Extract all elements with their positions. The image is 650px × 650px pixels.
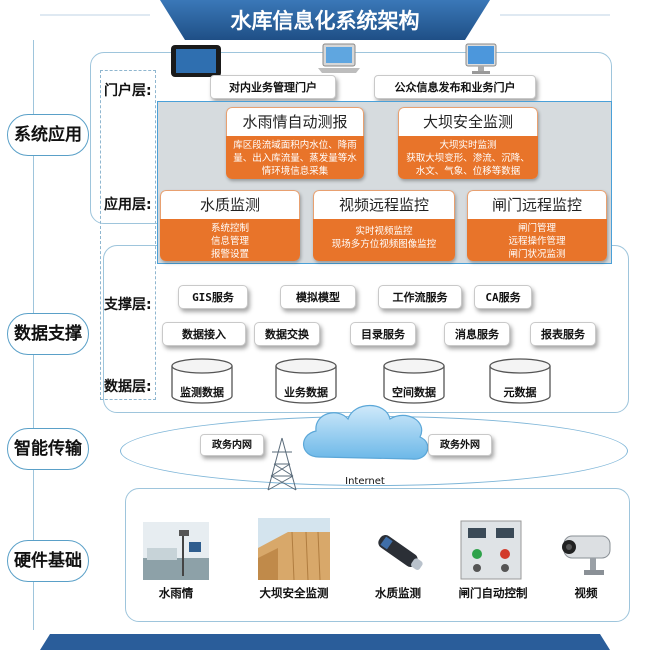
portal-public[interactable]: 公众信息发布和业务门户 bbox=[374, 75, 536, 99]
app-line: 现场多方位视频图像监控 bbox=[331, 239, 437, 250]
app-line: 闸门管理 bbox=[517, 223, 556, 234]
rain-gauge-photo-icon bbox=[143, 522, 209, 580]
database-spatial[interactable]: 空间数据 bbox=[392, 386, 436, 399]
app-title: 视频远程监控 bbox=[313, 190, 455, 219]
app-line: 获取大坝变形、渗流、沉降、 bbox=[406, 153, 530, 164]
app-title: 大坝安全监测 bbox=[398, 107, 538, 136]
water-quality-probe-icon bbox=[378, 535, 423, 570]
transmission-tower-icon bbox=[267, 437, 297, 491]
section-label-transmission: 智能传输 bbox=[7, 428, 89, 470]
app-line: 系统控制 bbox=[210, 223, 249, 234]
app-title: 闸门远程监控 bbox=[467, 190, 607, 219]
service-message[interactable]: 消息服务 bbox=[444, 322, 510, 346]
app-video-monitor[interactable]: 视频远程监控 实时视频监控 现场多方位视频图像监控 bbox=[313, 190, 455, 261]
database-cylinder-icon bbox=[383, 358, 445, 404]
layer-label-application: 应用层: bbox=[104, 197, 152, 213]
app-line: 远程操作管理 bbox=[508, 236, 566, 247]
footer-bar bbox=[40, 634, 610, 650]
gate-control-panel-icon bbox=[460, 520, 522, 580]
app-line: 量、出入库流量、蒸发量等水 bbox=[233, 153, 357, 164]
app-title: 水质监测 bbox=[160, 190, 300, 219]
app-line: 大坝实时监测 bbox=[439, 140, 497, 151]
section-label-data-support: 数据支撑 bbox=[7, 313, 89, 355]
layer-column bbox=[100, 70, 156, 400]
service-ca[interactable]: CA服务 bbox=[474, 285, 532, 309]
app-line: 闸门状况监测 bbox=[508, 249, 566, 260]
app-line: 报警设置 bbox=[210, 249, 249, 260]
hardware-gate: 闸门自动控制 bbox=[458, 586, 528, 600]
laptop-icon bbox=[318, 43, 360, 73]
database-metadata[interactable]: 元数据 bbox=[503, 386, 537, 399]
layer-label-support: 支撑层: bbox=[104, 297, 152, 313]
network-extranet[interactable]: 政务外网 bbox=[428, 434, 492, 456]
dam-photo-icon bbox=[258, 518, 330, 580]
internet-label: Internet bbox=[345, 476, 385, 487]
app-description: 系统控制 信息管理 报警设置 bbox=[160, 219, 300, 261]
app-rain-water[interactable]: 水雨情自动测报 库区段流域面积内水位、降雨 量、出入库流量、蒸发量等水 情环境信… bbox=[226, 107, 364, 179]
app-water-quality[interactable]: 水质监测 系统控制 信息管理 报警设置 bbox=[160, 190, 300, 261]
service-workflow[interactable]: 工作流服务 bbox=[378, 285, 462, 309]
layer-label-data: 数据层: bbox=[104, 379, 152, 395]
service-report[interactable]: 报表服务 bbox=[530, 322, 596, 346]
app-description: 库区段流域面积内水位、降雨 量、出入库流量、蒸发量等水 情环境信息采集 bbox=[226, 136, 364, 179]
hardware-rain: 水雨情 bbox=[158, 586, 194, 600]
database-cylinder-icon bbox=[171, 358, 233, 404]
app-line: 库区段流域面积内水位、降雨 bbox=[233, 140, 357, 151]
tablet-icon bbox=[171, 45, 221, 77]
app-gate-monitor[interactable]: 闸门远程监控 闸门管理 远程操作管理 闸门状况监测 bbox=[467, 190, 607, 261]
layer-label-portal: 门户层: bbox=[104, 83, 152, 99]
service-simulation-model[interactable]: 模拟模型 bbox=[280, 285, 356, 309]
section-label-hardware: 硬件基础 bbox=[7, 540, 89, 582]
database-cylinder-icon bbox=[489, 358, 551, 404]
app-description: 实时视频监控 现场多方位视频图像监控 bbox=[313, 219, 455, 261]
service-directory[interactable]: 目录服务 bbox=[350, 322, 416, 346]
monitor-icon bbox=[465, 43, 497, 74]
app-line: 情环境信息采集 bbox=[261, 166, 329, 177]
app-line: 信息管理 bbox=[210, 236, 249, 247]
app-title: 水雨情自动测报 bbox=[226, 107, 364, 136]
service-data-exchange[interactable]: 数据交换 bbox=[254, 322, 320, 346]
app-line: 实时视频监控 bbox=[355, 226, 413, 237]
title-divider-right bbox=[500, 14, 610, 16]
network-intranet[interactable]: 政务内网 bbox=[200, 434, 264, 456]
database-business[interactable]: 业务数据 bbox=[284, 386, 328, 399]
hardware-water-quality: 水质监测 bbox=[375, 586, 421, 600]
service-gis[interactable]: GIS服务 bbox=[178, 285, 248, 309]
cctv-camera-icon bbox=[562, 535, 611, 575]
title-banner bbox=[160, 0, 490, 40]
app-description: 闸门管理 远程操作管理 闸门状况监测 bbox=[467, 219, 607, 261]
database-cylinder-icon bbox=[275, 358, 337, 404]
title-divider-left bbox=[40, 14, 150, 16]
page-title: 水库信息化系统架构 bbox=[230, 9, 420, 33]
service-data-access[interactable]: 数据接入 bbox=[162, 322, 246, 346]
portal-internal[interactable]: 对内业务管理门户 bbox=[210, 75, 336, 99]
app-dam-safety[interactable]: 大坝安全监测 大坝实时监测 获取大坝变形、渗流、沉降、 水文、气象、位移等数据 bbox=[398, 107, 538, 179]
hardware-dam: 大坝安全监测 bbox=[259, 586, 329, 600]
cloud-icon bbox=[303, 405, 429, 460]
database-monitoring[interactable]: 监测数据 bbox=[180, 386, 224, 399]
hardware-video: 视频 bbox=[574, 586, 598, 600]
app-description: 大坝实时监测 获取大坝变形、渗流、沉降、 水文、气象、位移等数据 bbox=[398, 136, 538, 179]
hardware-panel bbox=[125, 488, 630, 622]
section-label-system-app: 系统应用 bbox=[7, 114, 89, 156]
app-line: 水文、气象、位移等数据 bbox=[415, 166, 521, 177]
